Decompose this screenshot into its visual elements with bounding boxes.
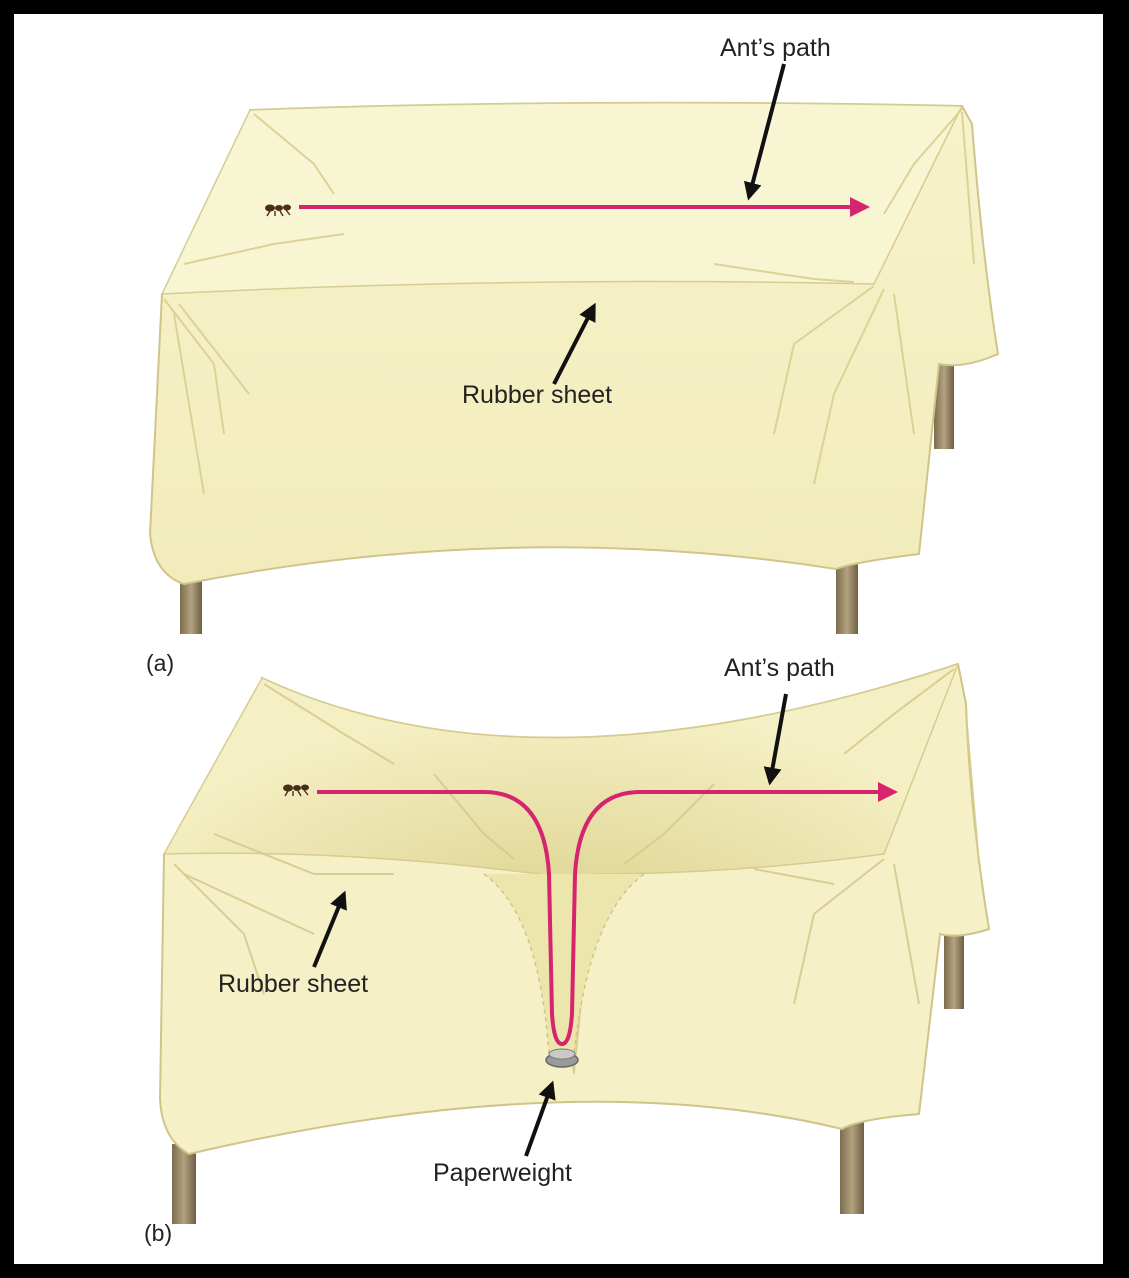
panel-a-ants-path-label: Ant’s path xyxy=(720,34,831,63)
paperweight-icon xyxy=(546,1049,578,1067)
rubber-sheet-diagram xyxy=(14,14,1103,1264)
panel-a xyxy=(150,64,998,634)
panel-a-label: (a) xyxy=(146,650,174,677)
diagram-canvas: Ant’s path Rubber sheet (a) Ant’s path R… xyxy=(14,14,1103,1264)
panel-b-rubber-sheet-label: Rubber sheet xyxy=(218,970,368,999)
table-top-outline xyxy=(162,103,962,294)
panel-b xyxy=(160,664,989,1224)
table-leg xyxy=(944,929,964,1009)
panel-b-label: (b) xyxy=(144,1220,172,1247)
table-leg xyxy=(172,1144,196,1224)
panel-a-rubber-sheet-label: Rubber sheet xyxy=(462,381,612,410)
panel-b-ants-path-label: Ant’s path xyxy=(724,654,835,683)
table-leg xyxy=(840,1119,864,1214)
panel-b-paperweight-label: Paperweight xyxy=(433,1159,572,1188)
